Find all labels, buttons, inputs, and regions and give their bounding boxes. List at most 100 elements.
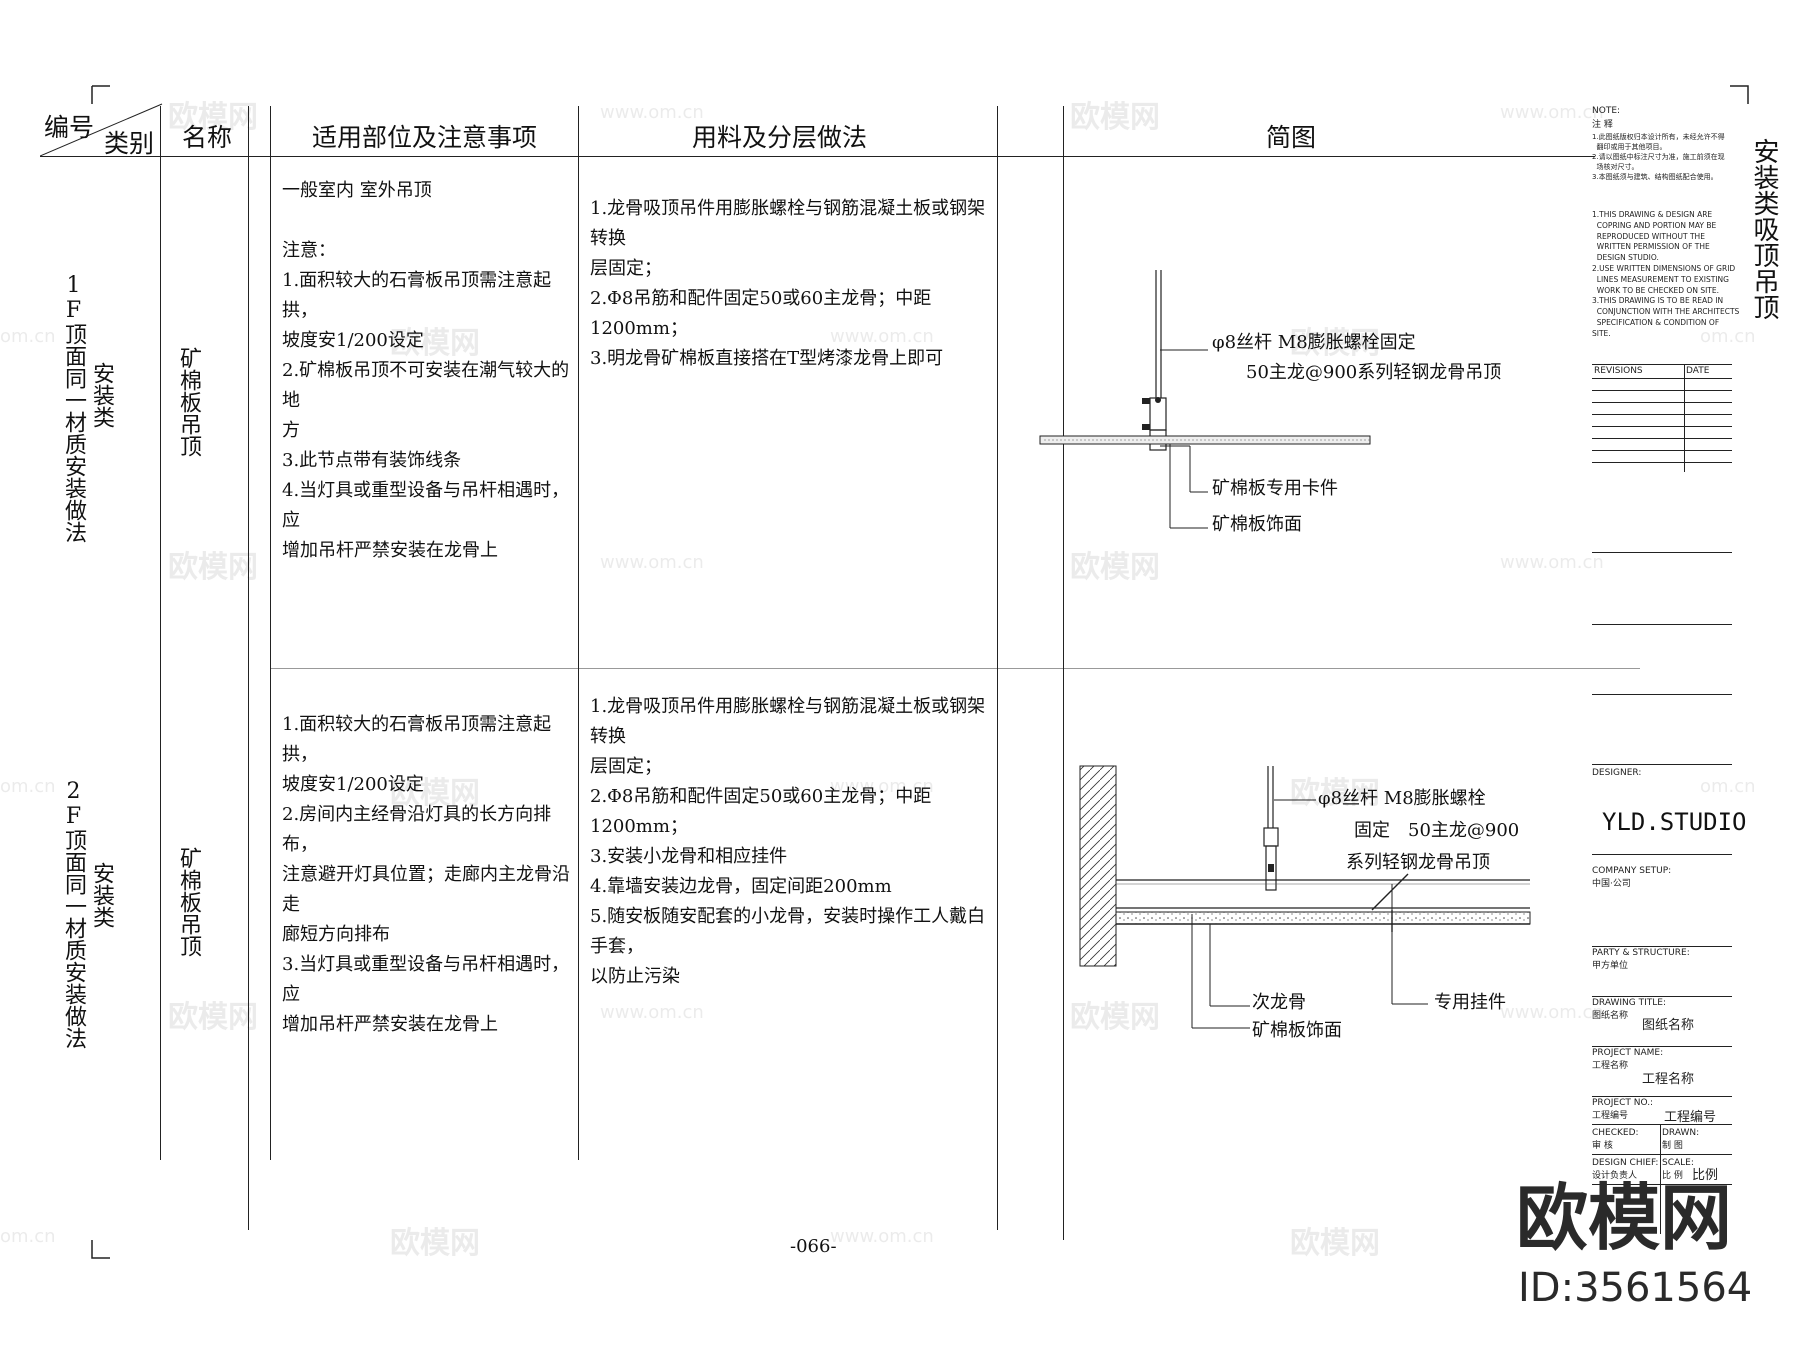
- watermark-url: om.cn: [0, 326, 56, 347]
- header-method: 用料及分层做法: [692, 123, 868, 152]
- party-label: PARTY & STRUCTURE:: [1592, 948, 1690, 958]
- col-divider: [160, 106, 161, 1160]
- annotation-rod: φ8丝杆 M8膨胀螺栓: [1318, 788, 1486, 809]
- design-chief-cn: 设计负责人: [1592, 1171, 1638, 1181]
- annotation-rod: φ8丝杆 M8膨胀螺栓固定: [1212, 332, 1416, 353]
- watermark-brand: 欧模网: [168, 550, 258, 585]
- drawn-label: DRAWN:: [1662, 1128, 1700, 1138]
- tb-col: [1660, 1124, 1661, 1234]
- project-value: 工程名称: [1642, 1072, 1695, 1087]
- watermark-brand: 欧模网: [1290, 1226, 1380, 1261]
- tb-line: [1592, 1046, 1732, 1047]
- watermark-url: om.cn: [1700, 326, 1756, 347]
- watermark-brand: 欧模网: [390, 776, 480, 811]
- checked-label: CHECKED:: [1592, 1128, 1639, 1138]
- watermark-url: om.cn: [1700, 776, 1756, 797]
- rev-line: [1592, 364, 1732, 365]
- header-category: 类别: [104, 129, 155, 158]
- row-method: 1.龙骨吸顶吊件用膨胀螺栓与钢筋混凝土板或钢架转换 层固定； 2.Φ8吊筋和配件…: [590, 198, 986, 369]
- watermark-brand: 欧模网: [1070, 100, 1160, 135]
- watermark-url: www.om.cn: [1500, 1002, 1604, 1023]
- tb-line: [1592, 764, 1732, 765]
- header-name: 名称: [182, 123, 233, 152]
- tb-line: [1592, 1096, 1732, 1097]
- rev-line: [1592, 426, 1732, 427]
- watermark-url: www.om.cn: [1500, 102, 1604, 123]
- annotation-hanger: 专用挂件: [1434, 992, 1506, 1013]
- project-no-label: PROJECT NO.:: [1592, 1098, 1654, 1108]
- designer-label: DESIGNER:: [1592, 768, 1642, 778]
- watermark-url: www.om.cn: [830, 326, 934, 347]
- tb-line: [1592, 854, 1732, 855]
- col-divider: [1063, 106, 1064, 1240]
- annotation-sub-keel: 次龙骨: [1252, 992, 1306, 1013]
- detail-diagram-1: [1039, 270, 1371, 529]
- tb-line: [1592, 552, 1732, 553]
- project-no-cn-label: 工程编号: [1592, 1111, 1629, 1121]
- row-usage: 1.面积较大的石膏板吊顶需注意起拱， 坡度安1/200设定 2.房间内主经骨沿灯…: [282, 714, 570, 1035]
- watermark-brand: 欧模网: [1070, 1000, 1160, 1035]
- annotation-face: 矿棉板饰面: [1212, 514, 1302, 535]
- annotation-keel: 系列轻钢龙骨吊顶: [1346, 852, 1490, 873]
- annotation-rod: 固定 50主龙@900: [1354, 820, 1520, 841]
- header-diagonal: [40, 103, 163, 157]
- date-label: DATE: [1686, 366, 1710, 376]
- detail-diagram-2: [1079, 765, 1531, 1029]
- tb-line: [1592, 624, 1732, 625]
- watermark-url: www.om.cn: [1500, 552, 1604, 573]
- revisions-label: REVISIONS: [1594, 366, 1643, 376]
- annotation-clip: 矿棉板专用卡件: [1212, 478, 1338, 499]
- rev-line: [1592, 414, 1732, 415]
- col-divider: [248, 106, 249, 1230]
- header-usage: 适用部位及注意事项: [312, 123, 538, 152]
- col-divider: [270, 106, 271, 1160]
- annotation-keel: 50主龙@900系列轻钢龙骨吊顶: [1246, 362, 1502, 383]
- row-method: 1.龙骨吸顶吊件用膨胀螺栓与钢筋混凝土板或钢架转换 层固定； 2.Φ8吊筋和配件…: [590, 696, 986, 987]
- row-category: 安装类: [89, 862, 114, 928]
- watermark-url: www.om.cn: [830, 1226, 934, 1247]
- annotation-face: 矿棉板饰面: [1252, 1020, 1342, 1041]
- watermark-brand: 欧模网: [1290, 326, 1380, 361]
- watermark-url: om.cn: [0, 776, 56, 797]
- checked-cn: 审 核: [1592, 1141, 1613, 1151]
- watermark-brand: 欧模网: [390, 1226, 480, 1261]
- design-chief-label: DESIGN CHIEF:: [1592, 1158, 1659, 1168]
- watermark-url: www.om.cn: [830, 776, 934, 797]
- tb-line: [1592, 1124, 1732, 1125]
- sheet-title: 安装类吸顶吊顶: [1749, 138, 1779, 320]
- page-number: -066-: [790, 1236, 837, 1257]
- notes-cn: 1.此图纸版权归本设计所有，未经允许不得 翻印或用于其他项目。 2.请以图纸中标…: [1592, 133, 1725, 181]
- col-divider: [997, 106, 998, 1230]
- tb-line: [1592, 1184, 1732, 1185]
- rev-line: [1592, 438, 1732, 439]
- company-cn: 中国·公司: [1592, 879, 1631, 889]
- scale-label: SCALE:: [1662, 1158, 1694, 1168]
- project-no-value: 工程编号: [1664, 1110, 1717, 1125]
- watermark-brand: 欧模网: [390, 326, 480, 361]
- col-divider: [578, 106, 579, 1160]
- party-cn: 甲方单位: [1592, 961, 1629, 971]
- row-name: 矿棉板吊顶: [176, 847, 201, 957]
- company-label: COMPANY SETUP:: [1592, 866, 1672, 876]
- tb-line: [1592, 996, 1732, 997]
- row-divider: [270, 668, 1640, 669]
- watermark-brand: 欧模网: [168, 1000, 258, 1035]
- watermark-brand: 欧模网: [1290, 776, 1380, 811]
- drawing-cn-label: 图纸名称: [1592, 1011, 1629, 1021]
- watermark-brand: 欧模网: [1070, 550, 1160, 585]
- watermark-id: ID:3561564: [1518, 1265, 1753, 1311]
- row-number: 1F顶面同一材质安装做法: [61, 273, 86, 543]
- scale-cn: 比 例: [1662, 1171, 1683, 1181]
- watermark-logo: 欧模网: [1516, 1176, 1733, 1260]
- tb-line: [1592, 946, 1732, 947]
- watermark-brand: 欧模网: [168, 100, 258, 135]
- notes-en: 1.THIS DRAWING & DESIGN ARE COPRING AND …: [1592, 210, 1740, 338]
- row-category: 安装类: [89, 362, 114, 428]
- project-label: PROJECT NAME:: [1592, 1048, 1664, 1058]
- row-name: 矿棉板吊顶: [176, 347, 201, 457]
- rev-col: [1684, 364, 1685, 472]
- rev-line: [1592, 462, 1732, 463]
- drawing-label: DRAWING TITLE:: [1592, 998, 1666, 1008]
- watermark-url: www.om.cn: [600, 102, 704, 123]
